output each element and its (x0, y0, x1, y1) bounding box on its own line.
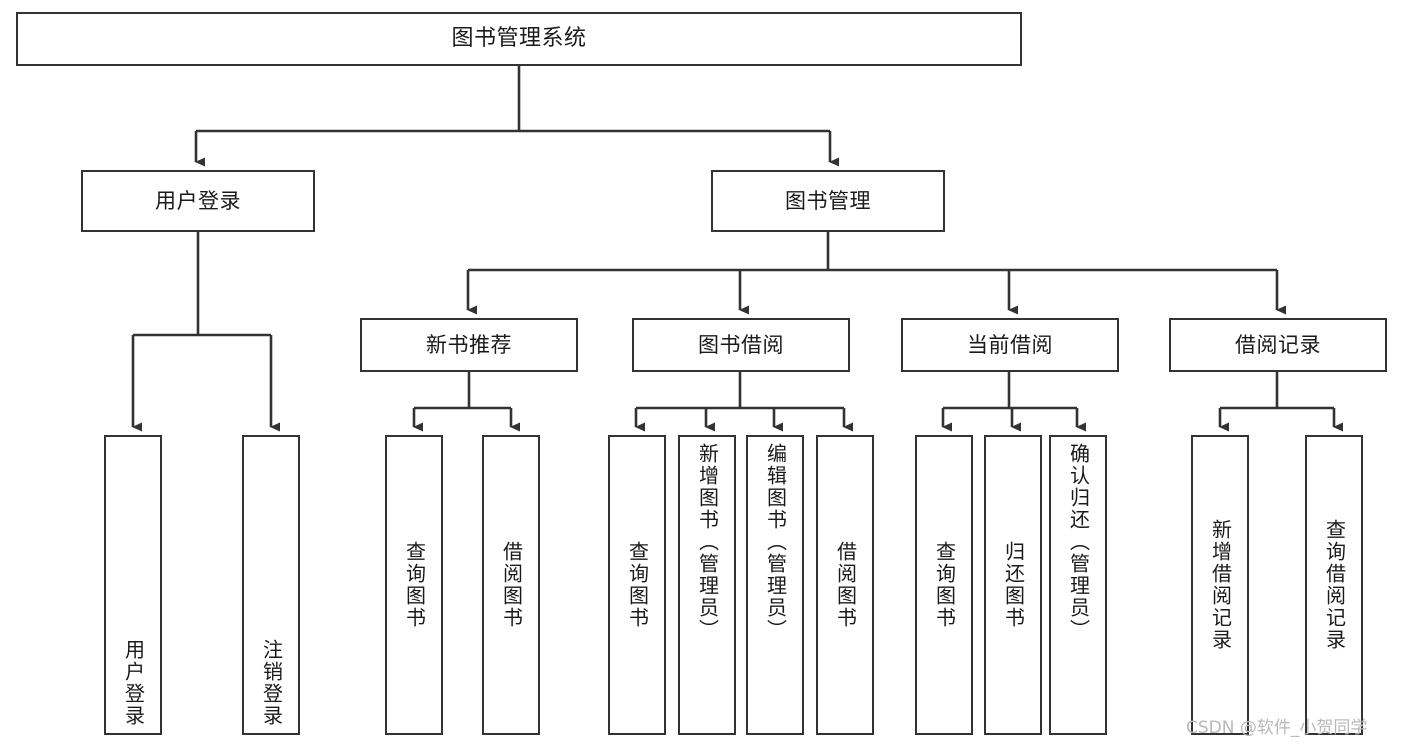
node-label: 借阅图书 (499, 541, 524, 629)
leaf-current-confirm-return-admin[interactable]: 确认归还（管理员） (1049, 435, 1107, 735)
node-label: 新增图书（管理员） (695, 443, 720, 641)
node-label: 新书推荐 (426, 332, 512, 357)
leaf-recommend-borrow-book[interactable]: 借阅图书 (482, 435, 540, 735)
node-label: 新增借阅记录 (1208, 519, 1233, 651)
node-label: 图书管理系统 (451, 26, 587, 52)
node-current-borrow[interactable]: 当前借阅 (901, 318, 1119, 372)
leaf-borrow-query-book[interactable]: 查询图书 (608, 435, 666, 735)
node-label: 查询图书 (932, 541, 957, 629)
node-label: 查询图书 (625, 541, 650, 629)
node-book-management[interactable]: 图书管理 (711, 170, 945, 232)
node-root-system[interactable]: 图书管理系统 (16, 12, 1022, 66)
node-new-book-recommend[interactable]: 新书推荐 (360, 318, 578, 372)
node-label: 注销登录 (259, 639, 284, 727)
leaf-borrow-edit-book-admin[interactable]: 编辑图书（管理员） (746, 435, 804, 735)
node-label: 查询图书 (402, 541, 427, 629)
leaf-current-query-book[interactable]: 查询图书 (915, 435, 973, 735)
node-label: 查询借阅记录 (1322, 519, 1347, 651)
leaf-user-login-login[interactable]: 用户登录 (104, 435, 162, 735)
node-label: 用户登录 (155, 188, 241, 213)
leaf-record-query-record[interactable]: 查询借阅记录 (1305, 435, 1363, 735)
leaf-user-login-logout[interactable]: 注销登录 (242, 435, 300, 735)
node-book-borrow[interactable]: 图书借阅 (632, 318, 850, 372)
node-label: 图书管理 (785, 188, 871, 213)
watermark-text: CSDN @软件_小贺同学 (1186, 718, 1368, 738)
node-label: 归还图书 (1001, 541, 1026, 629)
node-label: 确认归还（管理员） (1066, 443, 1091, 641)
node-user-login[interactable]: 用户登录 (81, 170, 315, 232)
node-label: 借阅图书 (833, 541, 858, 629)
node-label: 当前借阅 (967, 332, 1053, 357)
leaf-borrow-borrow-book[interactable]: 借阅图书 (816, 435, 874, 735)
node-label: 借阅记录 (1235, 332, 1321, 357)
node-borrow-record[interactable]: 借阅记录 (1169, 318, 1387, 372)
leaf-borrow-add-book-admin[interactable]: 新增图书（管理员） (678, 435, 736, 735)
leaf-recommend-query-book[interactable]: 查询图书 (385, 435, 443, 735)
leaf-record-add-record[interactable]: 新增借阅记录 (1191, 435, 1249, 735)
node-label: 图书借阅 (698, 332, 784, 357)
node-label: 编辑图书（管理员） (763, 443, 788, 641)
leaf-current-return-book[interactable]: 归还图书 (984, 435, 1042, 735)
node-label: 用户登录 (121, 639, 146, 727)
